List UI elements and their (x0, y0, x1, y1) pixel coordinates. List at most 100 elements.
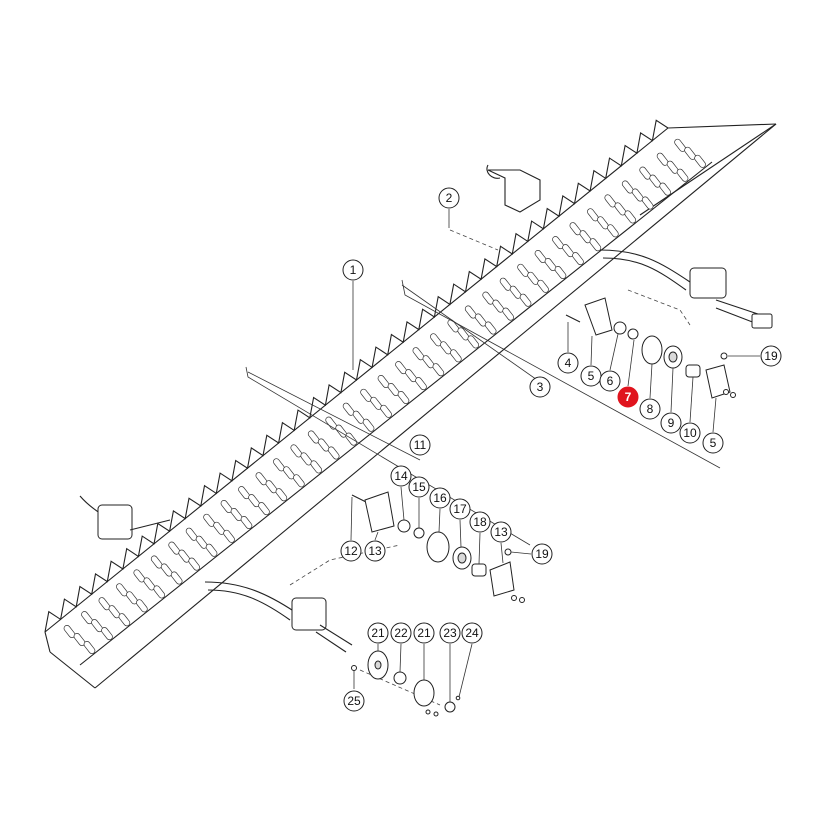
sieve-slot (432, 363, 445, 377)
svg-text:22: 22 (394, 626, 408, 640)
svg-text:2: 2 (446, 191, 453, 205)
svg-text:12: 12 (344, 544, 358, 558)
svg-text:15: 15 (412, 480, 426, 494)
svg-text:5: 5 (588, 369, 595, 383)
svg-text:21: 21 (371, 626, 385, 640)
sieve-slot (694, 154, 706, 168)
callout-9: 9 (660, 412, 682, 434)
svg-text:11: 11 (414, 438, 427, 452)
sieve-slot (153, 585, 166, 599)
callout-2: 2 (438, 187, 460, 209)
svg-text:1: 1 (350, 263, 357, 277)
callout-24: 24 (461, 622, 483, 644)
group-3-bracket (401, 279, 721, 469)
sieve-slot (676, 168, 689, 182)
svg-text:7: 7 (625, 390, 632, 404)
svg-text:13: 13 (368, 544, 382, 558)
middle-bearing-parts (351, 491, 525, 603)
serrated-edge (44, 119, 669, 633)
sieve-slot (467, 335, 480, 349)
callout-19-upper: 19 (760, 345, 782, 367)
callout-leaders (350, 209, 760, 702)
callout-18: 18 (469, 511, 491, 533)
sieve-slot (327, 446, 340, 460)
sieve-slot (624, 210, 637, 224)
callout-11: 11 (409, 434, 431, 456)
callout-3: 3 (529, 376, 551, 398)
svg-text:24: 24 (465, 626, 479, 640)
svg-text:4: 4 (565, 356, 572, 370)
svg-text:14: 14 (394, 469, 408, 483)
sieve-slot (415, 377, 427, 391)
axle-lower (79, 495, 353, 653)
svg-text:18: 18 (473, 515, 487, 529)
sieve-slot (223, 529, 235, 543)
callout-5-upper-right: 5 (702, 432, 724, 454)
callout-15: 15 (408, 476, 430, 498)
sieve-slot (240, 516, 253, 530)
sieve-slot (450, 349, 462, 363)
callout-12: 12 (340, 540, 362, 562)
svg-text:6: 6 (607, 374, 614, 388)
sieve-slot (380, 404, 392, 418)
svg-text:23: 23 (443, 626, 457, 640)
callout-22: 22 (390, 622, 412, 644)
svg-text:17: 17 (453, 502, 467, 516)
sieve-slot (310, 460, 323, 474)
sieve-slot (397, 391, 410, 405)
callout-25: 25 (343, 690, 365, 712)
sieve-slots (63, 138, 706, 655)
callout-21-left: 21 (367, 622, 389, 644)
svg-text:13: 13 (494, 525, 508, 539)
callout-7-highlighted: 7 (617, 386, 639, 408)
sieve-slot (345, 432, 357, 446)
sieve-slot (83, 641, 96, 655)
callout-5-upper-left: 5 (580, 365, 602, 387)
sieve-slot (275, 488, 288, 502)
callout-13-middle-right: 13 (490, 521, 512, 543)
svg-text:19: 19 (764, 349, 778, 363)
sieve-slot (205, 543, 218, 557)
callout-13-middle-left: 13 (364, 540, 386, 562)
sieve-slot (362, 418, 375, 432)
callout-21-right: 21 (413, 622, 435, 644)
svg-text:19: 19 (535, 547, 549, 561)
sieve-slot (607, 224, 619, 238)
axle-upper (486, 164, 773, 329)
svg-text:8: 8 (647, 402, 654, 416)
sieve-slot (554, 266, 567, 280)
sieve-slot (101, 627, 113, 641)
sieve-slot (170, 571, 183, 585)
sieve-slot (293, 474, 305, 488)
callout-17: 17 (449, 498, 471, 520)
callout-14: 14 (390, 465, 412, 487)
sieve-slot (118, 613, 131, 627)
callout-16: 16 (429, 487, 451, 509)
callout-6: 6 (599, 370, 621, 392)
svg-text:3: 3 (537, 380, 544, 394)
sieve-slot (484, 321, 497, 335)
callout-23: 23 (439, 622, 461, 644)
sieve-frame (44, 119, 777, 689)
callout-4: 4 (557, 352, 579, 374)
svg-text:9: 9 (668, 416, 675, 430)
sieve-slot (589, 238, 602, 252)
callout-8: 8 (639, 398, 661, 420)
upper-bearing-parts (565, 297, 736, 399)
sieve-slot (641, 196, 654, 210)
sieve-slot (258, 502, 270, 516)
sieve-slot (537, 279, 549, 293)
callout-19-middle: 19 (531, 543, 553, 565)
svg-text:25: 25 (347, 694, 361, 708)
svg-text:5: 5 (710, 436, 717, 450)
callouts: 1 2 3 4 5 6 7 8 9 10 5 19 11 14 15 16 17… (340, 187, 782, 712)
sieve-slot (519, 293, 532, 307)
sieve-slot (572, 252, 584, 266)
sieve-slot (659, 182, 671, 196)
sieve-slot (136, 599, 148, 613)
sieve-slot (502, 307, 514, 321)
callout-10: 10 (679, 422, 701, 444)
svg-text:10: 10 (683, 426, 697, 440)
